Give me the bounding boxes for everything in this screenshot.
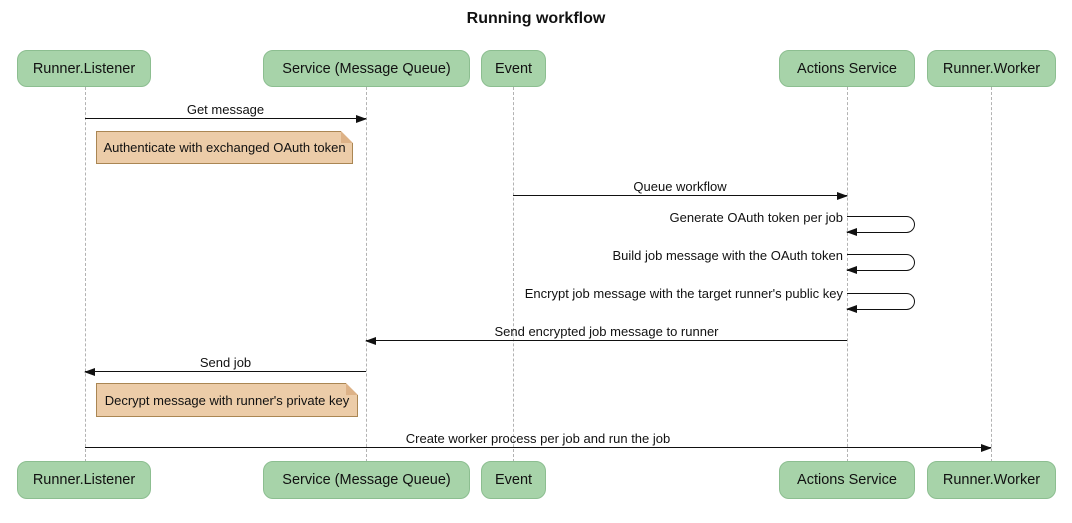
message-label: Send encrypted job message to runner [494,324,719,339]
message-label: Get message [186,102,265,117]
note-decrypt: Decrypt message with runner's private ke… [96,383,358,417]
message-line [365,337,847,345]
actor-top-service-message-queue: Service (Message Queue) [263,50,470,87]
lifeline-runner-listener [85,87,86,462]
lifeline-event [513,87,514,462]
self-message-label-build-job-message: Build job message with the OAuth token [612,248,843,263]
note-text: Decrypt message with runner's private ke… [104,392,350,408]
message-label: Queue workflow [633,179,727,194]
lifeline-runner-worker [991,87,992,462]
message-line [85,444,992,452]
actor-bottom-runner-worker: Runner.Worker [927,461,1056,499]
arrowhead-right-icon [981,444,992,452]
arrowhead-left-icon [846,305,857,313]
arrowhead-left-icon [846,228,857,236]
note-authenticate: Authenticate with exchanged OAuth token [96,131,353,164]
actor-bottom-service-message-queue: Service (Message Queue) [263,461,470,499]
diagram-title: Running workflow [466,10,606,27]
message-line [84,368,366,376]
message-send-encrypted-job: Send encrypted job message to runner [365,324,847,345]
actor-bottom-runner-listener: Runner.Listener [17,461,151,499]
message-send-job: Send job [84,355,366,376]
message-label: Send job [199,355,252,370]
message-get-message: Get message [85,102,367,123]
message-queue-workflow: Queue workflow [513,179,848,200]
arrowhead-left-icon [846,266,857,274]
message-line [85,115,367,123]
arrowhead-left-icon [365,337,376,345]
arrowhead-left-icon [84,368,95,376]
actor-top-runner-worker: Runner.Worker [927,50,1056,87]
message-create-worker-process: Create worker process per job and run th… [85,431,992,452]
actor-top-actions-service: Actions Service [779,50,915,87]
lifeline-actions-service [847,87,848,462]
actor-bottom-actions-service: Actions Service [779,461,915,499]
self-loop-encrypt-job-message [846,293,915,313]
message-label: Create worker process per job and run th… [405,431,671,446]
self-loop-build-job-message [846,254,915,274]
lifeline-service-message-queue [366,87,367,462]
note-text: Authenticate with exchanged OAuth token [103,140,346,155]
message-line [513,192,848,200]
actor-top-runner-listener: Runner.Listener [17,50,151,87]
actor-top-event: Event [481,50,546,87]
arrowhead-right-icon [837,192,848,200]
self-message-label-generate-oauth: Generate OAuth token per job [669,210,843,225]
arrowhead-right-icon [356,115,367,123]
actor-bottom-event: Event [481,461,546,499]
self-message-label-encrypt-job-message: Encrypt job message with the target runn… [524,286,843,301]
self-loop-generate-oauth [846,216,915,236]
